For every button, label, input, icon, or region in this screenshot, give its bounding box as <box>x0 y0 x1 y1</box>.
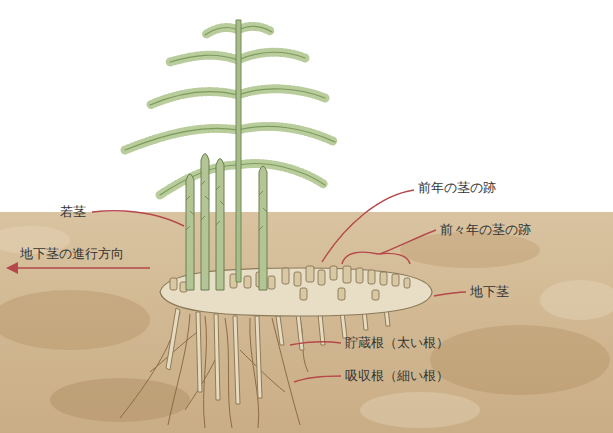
spear-scales <box>186 181 267 230</box>
part-label: 若茎 <box>60 204 86 220</box>
part-label: 前々年の茎の跡 <box>440 222 531 238</box>
direction-label: 地下茎の進行方向 <box>20 246 124 262</box>
young-spears <box>186 154 267 291</box>
absorption-roots <box>120 312 308 428</box>
part-label: 前年の茎の跡 <box>418 180 496 196</box>
main-stem <box>236 20 241 282</box>
soil-texture <box>0 226 613 428</box>
part-label: 貯蔵根（太い根） <box>345 335 449 351</box>
leader-lines <box>92 190 466 382</box>
part-label: 地下茎 <box>470 284 509 300</box>
direction-arrow <box>6 262 150 274</box>
part-label: 吸収根（細い根） <box>345 368 449 384</box>
storage-roots <box>166 308 390 404</box>
fern-branches <box>125 26 335 195</box>
